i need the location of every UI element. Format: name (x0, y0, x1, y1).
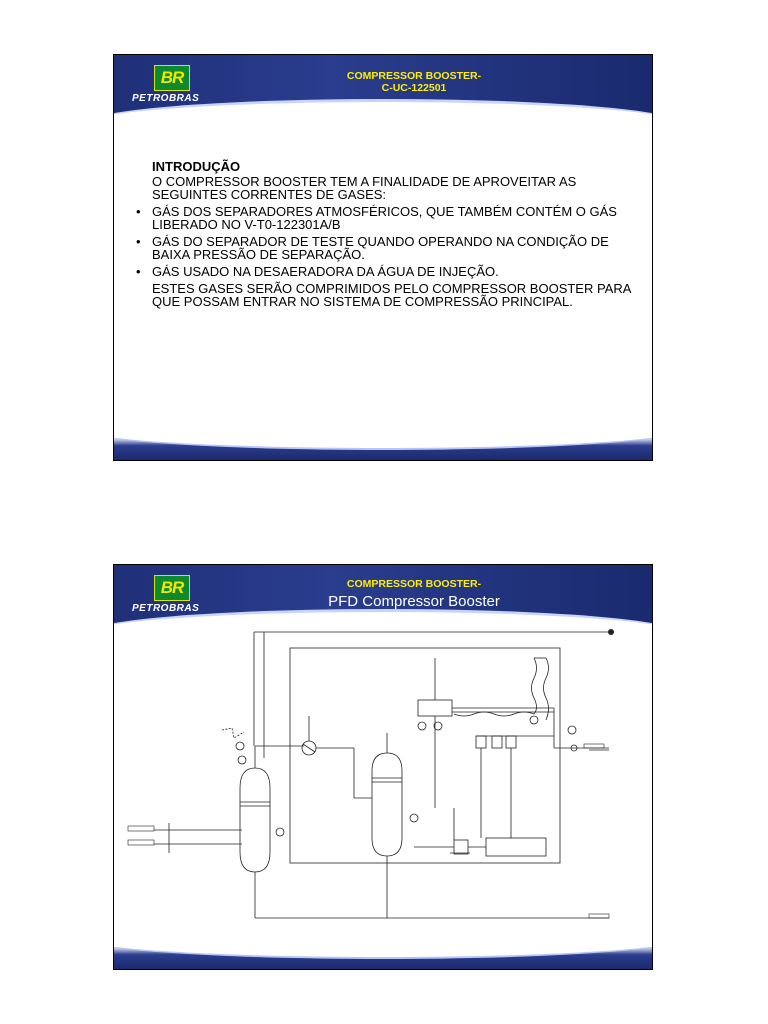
instrument-bubble (275, 827, 285, 837)
header-sweep (114, 99, 652, 118)
filter (491, 735, 503, 749)
recycle-line (543, 657, 549, 721)
recycle-line (453, 711, 535, 717)
instrument-bubble (529, 715, 539, 725)
instrument-bubble (409, 813, 419, 823)
slide-1: BR PETROBRAS COMPRESSOR BOOSTER- C-UC-12… (113, 54, 653, 461)
instrument-bubble (235, 741, 245, 751)
section-heading: INTRODUÇÃO (152, 159, 241, 174)
petrobras-logo: BR PETROBRAS (128, 573, 206, 617)
slide-footer (114, 438, 652, 460)
filter (505, 735, 517, 749)
company-name: PETROBRAS (132, 93, 200, 104)
bullet-item: GÁS USADO NA DESAERADORA DA ÁGUA DE INJE… (136, 265, 636, 278)
footer-sweep (114, 947, 652, 959)
inlet-tag (127, 825, 155, 832)
inlet-tag (127, 839, 155, 846)
slide-title: COMPRESSOR BOOSTER- C-UC-122501 (284, 70, 544, 94)
title-line-1: COMPRESSOR BOOSTER- (346, 70, 482, 82)
slide-title: COMPRESSOR BOOSTER- (346, 578, 482, 590)
slide-2: BR PETROBRAS COMPRESSOR BOOSTER- PFD Com… (113, 564, 653, 970)
slide-footer (114, 947, 652, 969)
outlet-tag (583, 743, 605, 749)
slide-subtitle: PFD Compressor Booster (328, 593, 500, 610)
outlet-tag (588, 913, 610, 919)
header-sweep (114, 609, 652, 628)
filter (475, 735, 487, 749)
separator-vessel (239, 767, 271, 873)
instrument-bubble (417, 721, 427, 731)
intro-paragraph: O COMPRESSOR BOOSTER TEM A FINALIDADE DE… (152, 174, 577, 202)
closing-paragraph: ESTES GASES SERÃO COMPRIMIDOS PELO COMPR… (152, 281, 631, 309)
compressor (453, 839, 469, 855)
slide-header: BR PETROBRAS COMPRESSOR BOOSTER- PFD Com… (114, 565, 652, 628)
outlet-node (608, 629, 614, 635)
slide-body: INTRODUÇÃO O COMPRESSOR BOOSTER TEM A FI… (136, 160, 636, 308)
bullet-item: GÁS DO SEPARADOR DE TESTE QUANDO OPERAND… (136, 235, 636, 261)
instrument-bubble (433, 721, 443, 731)
br-logo-mark: BR (154, 575, 190, 601)
instrument-bubble (567, 725, 577, 735)
instrument-bubble (237, 755, 247, 765)
petrobras-logo: BR PETROBRAS (128, 63, 206, 107)
pfd-drawing (127, 629, 614, 919)
br-logo-mark: BR (154, 65, 190, 91)
cooler-box (417, 699, 453, 717)
pipe-loop (289, 647, 561, 864)
footer-sweep (114, 438, 652, 450)
company-name: PETROBRAS (132, 603, 200, 614)
signal-line (221, 727, 245, 739)
pfd-diagram (114, 628, 652, 948)
recycle-line (531, 657, 537, 715)
exchanger-mark (302, 743, 316, 753)
compressor-package (485, 837, 547, 857)
title-line-2: C-UC-122501 (381, 82, 447, 94)
bullet-list: GÁS DOS SEPARADORES ATMOSFÉRICOS, QUE TA… (136, 205, 636, 278)
bullet-item: GÁS DOS SEPARADORES ATMOSFÉRICOS, QUE TA… (136, 205, 636, 231)
slide-header: BR PETROBRAS COMPRESSOR BOOSTER- C-UC-12… (114, 55, 652, 118)
scrubber-vessel (371, 752, 403, 857)
